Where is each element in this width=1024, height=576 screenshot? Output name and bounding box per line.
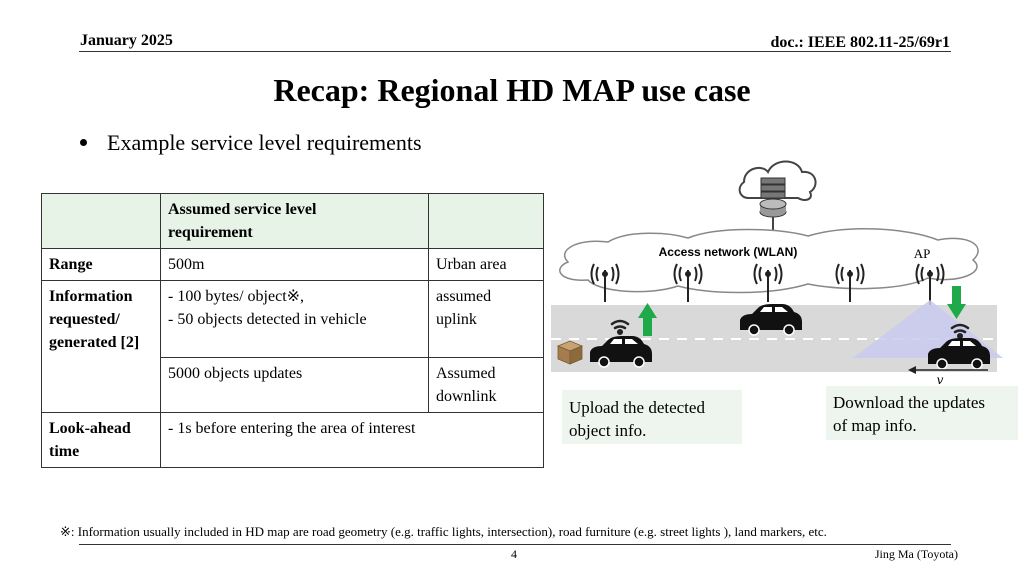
header-cell-empty xyxy=(428,193,544,249)
antenna-icon xyxy=(753,263,783,302)
row-label: Look-ahead time xyxy=(41,412,161,468)
slide-title: Recap: Regional HD MAP use case xyxy=(273,72,751,108)
car-icon xyxy=(928,338,990,370)
antenna-icon xyxy=(590,263,620,302)
package-icon xyxy=(556,340,584,365)
antenna-icon xyxy=(835,263,865,302)
caption-line: Download the updates xyxy=(833,393,985,412)
footnote: ※: Information usually included in HD ma… xyxy=(60,524,827,539)
car-icon xyxy=(590,336,652,368)
value-line: - 100 bytes/ object※, xyxy=(168,288,305,305)
caption-line: of map info. xyxy=(833,416,917,435)
velocity-label: v xyxy=(937,373,944,387)
row-value: - 1s before entering the area of interes… xyxy=(160,412,544,468)
bullet-text: Example service level requirements xyxy=(107,130,422,155)
download-caption-box: Download the updates of map info. xyxy=(826,386,1018,440)
upload-caption-box: Upload the detected object info. xyxy=(562,390,742,444)
table-row: Range 500m Urban area xyxy=(41,248,544,281)
wifi-icon xyxy=(950,323,970,340)
antenna-icon xyxy=(915,263,945,305)
row-label-text: Look-ahead time xyxy=(49,420,131,460)
row-label: Information requested/ generated [2] xyxy=(41,280,161,413)
velocity-arrow-icon xyxy=(908,366,988,374)
row-value: 5000 objects updates xyxy=(160,357,429,413)
header-requirement-text: Assumed service level requirement xyxy=(168,201,317,241)
caption-line: Upload the detected xyxy=(569,398,705,417)
page-number: 4 xyxy=(511,547,517,561)
download-arrow-icon xyxy=(947,286,966,319)
header-cell-empty xyxy=(41,193,161,249)
table-row: 5000 objects updates Assumed downlink xyxy=(42,357,544,413)
bullet-dot xyxy=(80,139,87,147)
note-line: uplink xyxy=(436,311,477,328)
note-line: Assumed xyxy=(436,365,496,382)
header-cell-requirement: Assumed service level requirement xyxy=(160,193,429,249)
car-icon xyxy=(740,304,802,336)
footer-divider xyxy=(79,544,951,545)
row-note: assumed uplink xyxy=(428,280,544,358)
footer-author: Jing Ma (Toyota) xyxy=(874,547,958,561)
hd-map-diagram: Access network (WLAN) AP xyxy=(551,160,1018,444)
header-doc-id: doc.: IEEE 802.11-25/69r1 xyxy=(770,34,950,51)
note-line: assumed xyxy=(436,288,492,305)
row-value: 500m xyxy=(160,248,429,281)
table-row: Information requested/ generated [2] - 1… xyxy=(41,280,544,413)
caption-line: object info. xyxy=(569,421,646,440)
upload-arrow-icon xyxy=(638,303,657,336)
bullet-item: Example service level requirements xyxy=(80,130,422,156)
wifi-icon xyxy=(610,319,630,336)
row-value: - 100 bytes/ object※, - 50 objects detec… xyxy=(160,280,429,358)
row-note: Assumed downlink xyxy=(428,357,544,413)
value-line: - 50 objects detected in vehicle xyxy=(168,311,367,328)
row-label-text: Information requested/ generated [2] xyxy=(49,288,140,351)
antenna-icon xyxy=(673,263,703,302)
server-icon xyxy=(759,177,787,218)
header-divider xyxy=(79,51,951,52)
note-line: downlink xyxy=(436,388,497,405)
header-date: January 2025 xyxy=(80,32,173,49)
ap-label: AP xyxy=(914,246,931,261)
requirements-table: Assumed service level requirement Range … xyxy=(41,193,544,468)
table-header-row: Assumed service level requirement xyxy=(41,193,544,249)
table-row: Look-ahead time - 1s before entering the… xyxy=(41,412,544,468)
network-label: Access network (WLAN) xyxy=(659,245,798,259)
row-label: Range xyxy=(41,248,161,281)
access-network-cloud xyxy=(559,228,979,294)
row-note: Urban area xyxy=(428,248,544,281)
